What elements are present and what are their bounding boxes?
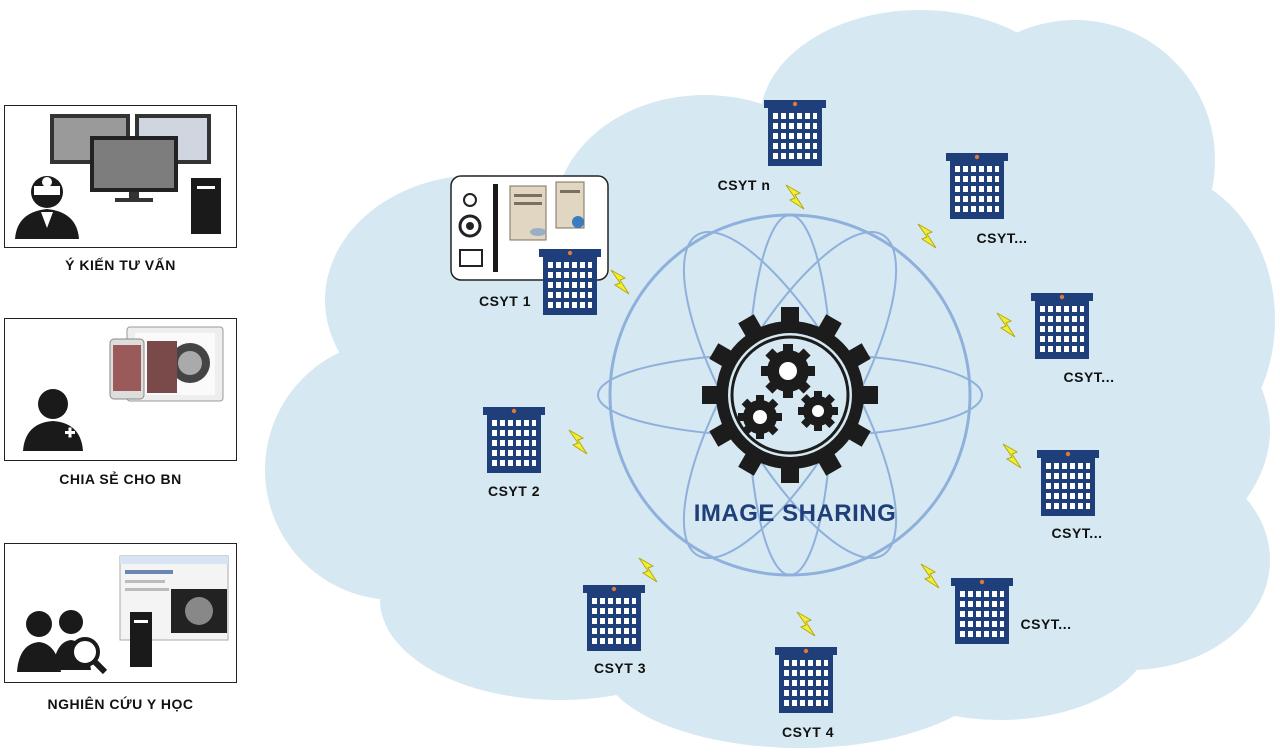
doctor-workstation-icon (15, 114, 221, 239)
csyt-n-label: CSYT n (718, 177, 771, 193)
csyt-label-c: CSYT... (1052, 525, 1103, 541)
research-icon (17, 555, 229, 675)
csyt-1-building (539, 249, 601, 315)
csyt-4-label: CSYT 4 (782, 724, 834, 740)
research-label: NGHIÊN CỨU Y HỌC (47, 696, 194, 712)
csyt-1-label: CSYT 1 (479, 293, 531, 309)
csyt-label-b: CSYT... (1064, 369, 1115, 385)
consultation-label: Ý KIẾN TƯ VẤN (65, 257, 176, 273)
center-title: IMAGE SHARING (694, 500, 897, 527)
csyt-building-d (951, 578, 1013, 644)
consultation-panel (4, 105, 237, 248)
research-panel (4, 543, 237, 683)
csyt-4-building (775, 647, 837, 713)
csyt-3-label: CSYT 3 (594, 660, 646, 676)
csyt-label-d: CSYT... (1021, 616, 1072, 632)
patient-sharing-label: CHIA SẺ CHO BN (59, 471, 182, 487)
csyt-2-label: CSYT 2 (488, 483, 540, 499)
csyt-building-b (1031, 293, 1093, 359)
csyt-building-c (1037, 450, 1099, 516)
csyt-2-building (483, 407, 545, 473)
patient-sharing-panel (4, 318, 237, 461)
patient-tablet-icon (23, 326, 224, 451)
csyt-building-a (946, 153, 1008, 219)
csyt-3-building (583, 585, 645, 651)
csyt-label-a: CSYT... (977, 230, 1028, 246)
gears-icon (702, 307, 878, 483)
csyt-n-building (764, 100, 826, 166)
